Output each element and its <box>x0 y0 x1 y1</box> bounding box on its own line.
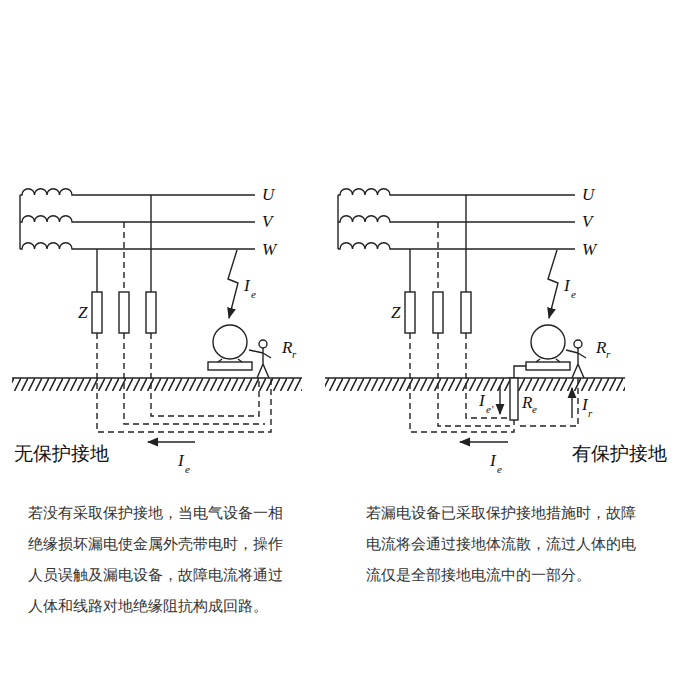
subscript: r <box>588 408 592 419</box>
resistance-symbol: R <box>522 394 532 411</box>
person-figure <box>249 340 271 378</box>
current-symbol: I <box>564 277 570 294</box>
fault-current-path <box>97 333 271 432</box>
impedance-label: Z <box>78 304 87 321</box>
motor-symbol <box>208 325 252 370</box>
current-arrow <box>460 441 508 442</box>
subscript: e <box>532 404 537 415</box>
phase-label: W <box>582 241 596 258</box>
fault-current-path <box>410 333 578 432</box>
current-symbol: I <box>479 392 485 409</box>
subscript: e <box>571 289 576 300</box>
subscript: e' <box>486 404 493 415</box>
current-symbol: I <box>244 277 250 294</box>
subscript: e <box>185 464 190 475</box>
phase-label: V <box>262 213 272 230</box>
phase-label: U <box>582 186 594 203</box>
fault-lightning <box>228 250 238 318</box>
current-arrow <box>571 388 572 418</box>
current-symbol: I <box>490 452 496 469</box>
phase-label: U <box>262 186 274 203</box>
description-text: 若没有采取保护接地，当电气设备一相绝缘损坏漏电使金属外壳带电时，操作人员误触及漏… <box>28 498 296 622</box>
ground-line <box>325 377 625 378</box>
phase-label: W <box>262 241 276 258</box>
subscript: r <box>606 349 610 360</box>
resistance-symbol: R <box>596 339 606 356</box>
three-phase-source <box>338 189 575 249</box>
phase-label: V <box>582 213 592 230</box>
fault-lightning <box>548 250 558 318</box>
current-symbol: I <box>178 452 184 469</box>
insulation-impedance <box>405 195 471 333</box>
panel-heading: 有保护接地 <box>572 444 667 463</box>
impedance-label: Z <box>391 304 400 321</box>
insulation-impedance <box>92 195 156 333</box>
subscript: e <box>497 464 502 475</box>
ground-line <box>12 377 302 378</box>
resistance-symbol: R <box>282 339 292 356</box>
ground-electrode <box>510 366 526 420</box>
current-arrow <box>148 441 195 442</box>
three-phase-source <box>20 189 255 249</box>
current-arrow <box>499 386 500 414</box>
subscript: r <box>292 349 296 360</box>
subscript: e <box>251 289 256 300</box>
motor-symbol <box>526 325 570 370</box>
current-symbol: I <box>582 396 588 413</box>
description-text: 若漏电设备已采取保护接地措施时，故障电流将会通过接地体流散，流过人体的电流仅是全… <box>366 498 642 591</box>
person-figure <box>566 340 586 378</box>
ground-hatching <box>325 378 625 391</box>
panel-heading: 无保护接地 <box>14 444 109 463</box>
